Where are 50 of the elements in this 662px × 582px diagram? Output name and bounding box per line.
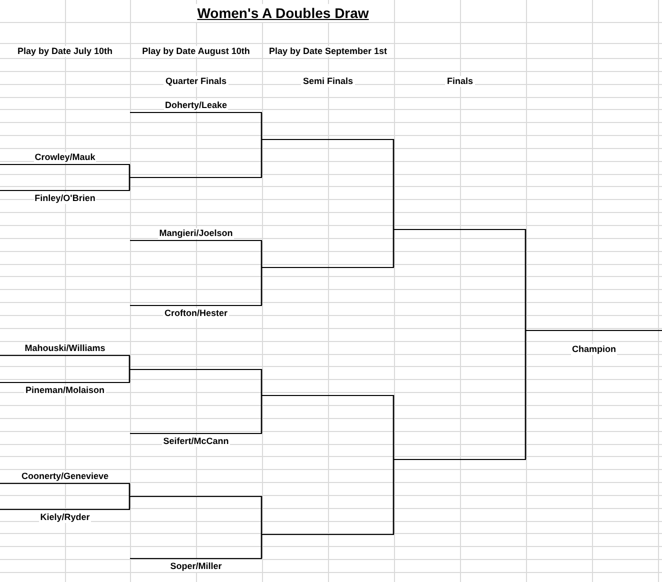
- bracket-line: [392, 139, 394, 229]
- team-name: Doherty/Leake: [164, 100, 228, 111]
- bracket-slot: [130, 432, 262, 448]
- team-name: Crowley/Mauk: [34, 152, 96, 163]
- team-name: Kiely/Ryder: [39, 512, 91, 522]
- bracket-line: [260, 139, 262, 177]
- bracket-line: [128, 496, 130, 509]
- team-name: Soper/Miller: [169, 560, 223, 572]
- bracket-line: [260, 496, 262, 534]
- bracket-line: [128, 177, 130, 190]
- bracket-line: [260, 534, 262, 558]
- bracket-line: [260, 241, 262, 267]
- column-heading: Finals: [445, 76, 475, 87]
- team-name: Mahouski/Williams: [24, 343, 106, 354]
- bracket-line: [128, 369, 130, 382]
- bracket-line: [392, 229, 394, 267]
- bracket-line: [260, 369, 262, 395]
- bracket-line: [260, 113, 262, 139]
- bracket-line: [392, 395, 394, 459]
- bracket-line: [524, 330, 526, 459]
- bracket-slot: [0, 469, 130, 484]
- result-label: Champion: [571, 344, 617, 354]
- bracket-slot: [0, 341, 130, 356]
- bracket-line: [392, 459, 394, 534]
- bracket-slot: [130, 226, 262, 241]
- bracket-line: [128, 165, 130, 177]
- team-name: Coonerty/Genevieve: [20, 471, 110, 482]
- bracket-slot: [526, 330, 662, 356]
- team-name: Seifert/McCann: [162, 436, 230, 446]
- column-heading: Play by Date July 10th: [15, 46, 115, 57]
- bracket-line: [524, 229, 526, 330]
- bracket-slot: [130, 304, 262, 320]
- bracket-slot: [0, 508, 130, 524]
- team-name: Pineman/Molaison: [24, 384, 106, 396]
- team-name: Finley/O'Brien: [34, 192, 96, 204]
- bracket-line: [260, 395, 262, 433]
- team-name: Mangieri/Joelson: [158, 228, 234, 239]
- bracket-line: [128, 484, 130, 496]
- column-heading: Semi Finals: [300, 76, 356, 87]
- bracket-slot: [130, 558, 262, 572]
- bracket-slot: [130, 98, 262, 113]
- team-name: Crofton/Hester: [163, 308, 228, 318]
- bracket-slot: [0, 150, 130, 165]
- bracket-slot: [0, 190, 130, 204]
- column-heading: Quarter Finals: [163, 76, 229, 87]
- bracket-line: [260, 267, 262, 305]
- bracket-slot: [0, 382, 130, 396]
- column-heading: Play by Date September 1st: [266, 46, 390, 57]
- column-heading: Play by Date August 10th: [140, 46, 252, 57]
- bracket-line: [128, 356, 130, 369]
